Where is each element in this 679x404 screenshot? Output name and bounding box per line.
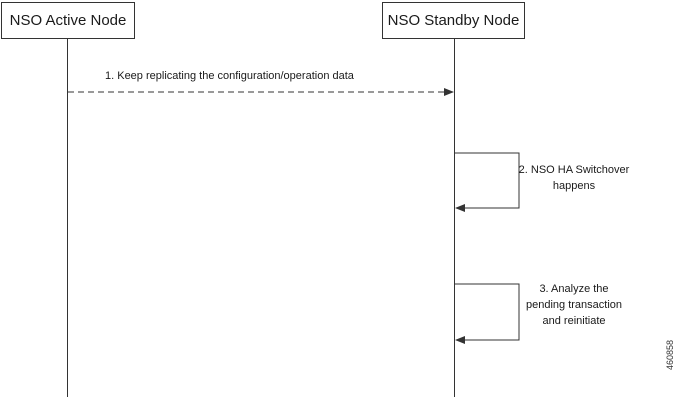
participant-label: NSO Active Node bbox=[9, 12, 127, 29]
message-label-replicate: 1. Keep replicating the configuration/op… bbox=[105, 70, 354, 82]
self-arrow-analyze bbox=[455, 283, 520, 344]
participant-label: NSO Standby Node bbox=[387, 12, 520, 29]
lifeline-active-node bbox=[67, 39, 68, 397]
self-arrow-switchover bbox=[455, 152, 520, 212]
message-line: pending transaction bbox=[525, 299, 622, 311]
message-line: happens bbox=[552, 180, 596, 192]
participant-nso-standby-node: NSO Standby Node bbox=[382, 2, 525, 39]
message-label-analyze: 3. Analyze the pending transaction and r… bbox=[499, 281, 649, 329]
lifeline-standby-node bbox=[454, 39, 455, 397]
message-label-switchover: 2. NSO HA Switchover happens bbox=[499, 162, 649, 194]
participant-nso-active-node: NSO Active Node bbox=[1, 2, 135, 39]
figure-id: 460858 bbox=[665, 339, 675, 370]
message-line: 3. Analyze the bbox=[539, 283, 609, 295]
message-line: and reinitiate bbox=[542, 315, 606, 327]
message-line: 2. NSO HA Switchover bbox=[518, 164, 630, 176]
